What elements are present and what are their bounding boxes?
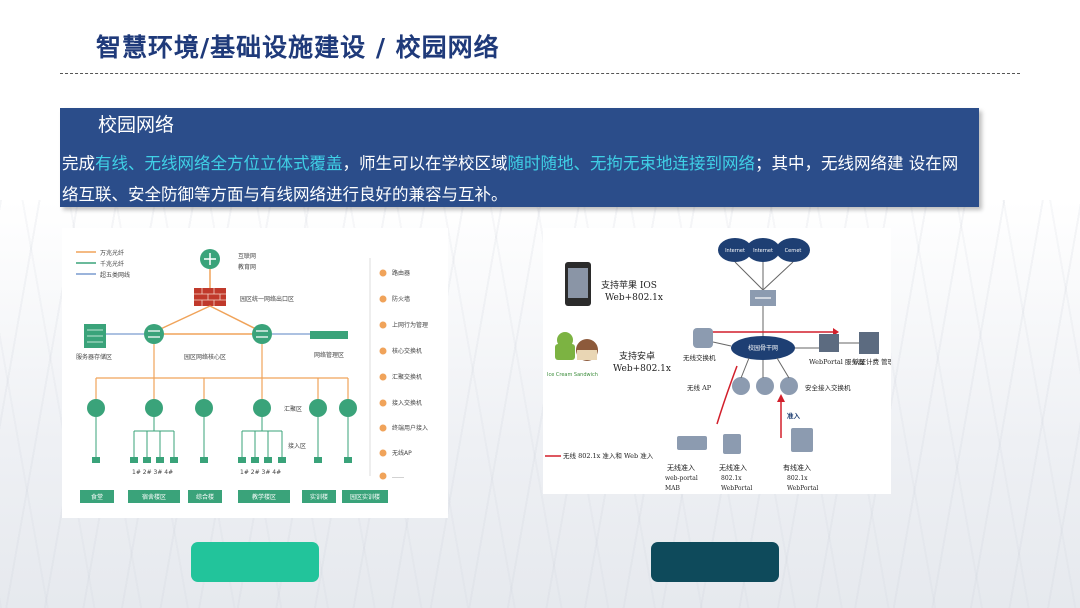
floor-labels-b: 1# 2# 3# 4#: [240, 469, 281, 476]
desc-text-3: ；其中，无线网络建 设在网络互联、安全防御等方面与有线网络进行良好的兼容与互补。: [62, 154, 959, 204]
wireless-access-diagram: Internet Internet Cernet 校园骨干网 无线交换机: [543, 228, 895, 494]
legend-access-switch: 接入交换机: [392, 399, 422, 407]
auth-billing-icon: [859, 332, 879, 354]
panel-description: 完成有线、无线网络全方位立体式覆盖，师生可以在学校区域随时随地、无拘无束地连接到…: [62, 148, 974, 210]
wireless-ap-icons: [732, 377, 798, 395]
label-android-support: 支持安卓: [619, 350, 655, 362]
desc-highlight-1: 有线、无线网络全方位立体式覆盖: [95, 154, 343, 173]
caption-col1-item1: web-portal: [665, 475, 698, 482]
building-campus-training: 园区实训楼: [350, 493, 380, 501]
label-edu-net: 教育网: [238, 263, 256, 271]
legend-terminal: 终端用户接入: [392, 424, 428, 432]
building-teaching: 教学楼区: [252, 493, 276, 501]
access-svg: Internet Internet Cernet 校园骨干网 无线交换机: [545, 238, 895, 492]
campus-backbone-icon: 校园骨干网: [731, 336, 795, 360]
android-icon: [555, 332, 598, 361]
label-internet: 互联网: [238, 252, 256, 260]
legend-wireless-ap: 无线AP: [392, 449, 412, 457]
core-switch-right-icon: [252, 324, 272, 344]
caption-col2-item2: WebPortal: [721, 485, 752, 492]
building-canteen: 食堂: [91, 493, 103, 501]
legend-firewall: 防火墙: [392, 295, 410, 303]
legend-cat5: 超五类网线: [100, 271, 130, 279]
building-dorm: 宿舍楼区: [142, 493, 166, 501]
label-android-auth: Web+802.1x: [613, 364, 671, 374]
floor-labels-a: 1# 2# 3# 4#: [132, 469, 173, 476]
caption-col3-item1: 802.1x: [787, 475, 808, 482]
label-ios-auth: Web+802.1x: [605, 293, 663, 303]
label-webportal-server: WebPortal 服务器: [809, 357, 865, 366]
label-agg-zone: 汇聚区: [284, 405, 302, 413]
server-storage-icon: [84, 324, 106, 348]
topology-svg: 万兆光纤 千兆光纤 超五类网线 互联网 教育网 园区统一网络出口区: [76, 249, 428, 503]
caption-col3-title: 有线准入: [783, 463, 811, 472]
legend-behavior-mgmt: 上网行为管理: [392, 321, 428, 329]
access-links: [95, 417, 349, 457]
desc-text-2: ，师生可以在学校区域: [342, 154, 508, 173]
line-legend: 万兆光纤 千兆光纤 超五类网线: [76, 249, 130, 279]
label-auth-billing: 认证计费 管理: [853, 357, 891, 366]
legend-agg-switch: 汇聚交换机: [392, 373, 422, 381]
caption-col2-title: 无线准入: [719, 463, 747, 472]
legend-access-methods: 无线 802.1x 准入和 Web 准入: [563, 451, 654, 460]
building-general: 综合楼: [196, 493, 214, 501]
internet-clouds: Internet Internet Cernet: [718, 238, 810, 262]
access-arrows: [716, 365, 782, 438]
cloud-internet-2: Internet: [753, 248, 773, 254]
legend-more: ……: [392, 473, 404, 480]
caption-col3-item2: WebPortal: [787, 485, 818, 492]
label-server-zone: 服务器存储区: [76, 353, 112, 361]
label-ios-support: 支持苹果 IOS: [601, 279, 657, 291]
legend-router: 路由器: [392, 269, 410, 277]
client-devices: [677, 428, 813, 454]
gateway-router-icon: [750, 290, 776, 306]
label-ice-cream-sandwich: Ice Cream Sandwich: [547, 372, 598, 378]
label-exit-zone: 园区统一网络出口区: [240, 295, 294, 303]
label-secure-switch: 安全接入交换机: [805, 383, 851, 392]
cloud-internet-1: Internet: [725, 248, 745, 254]
firewall-icon: [194, 288, 226, 306]
label-wireless-switch: 无线交换机: [683, 353, 716, 362]
label-mgmt-zone: 网络管理区: [314, 351, 344, 359]
access-switches: [92, 457, 352, 463]
caption-col1-item2: MAB: [665, 485, 680, 492]
caption-col1-title: 无线准入: [667, 463, 695, 472]
label-wireless-ap: 无线 AP: [687, 383, 712, 392]
iphone-icon: [565, 262, 591, 306]
green-button[interactable]: [191, 542, 319, 582]
legend-1g: 千兆光纤: [100, 260, 124, 268]
webportal-server-icon: [819, 334, 839, 352]
title-divider: [60, 73, 1020, 74]
aggregation-links: [95, 344, 349, 408]
campus-network-panel: 校园网络 完成有线、无线网络全方位立体式覆盖，师生可以在学校区域随时随地、无拘无…: [60, 108, 979, 207]
cloud-cernet: Cernet: [785, 248, 802, 254]
desc-text-1: 完成: [62, 154, 95, 173]
label-core-zone: 园区网络核心区: [184, 353, 226, 361]
dark-teal-button[interactable]: [651, 542, 779, 582]
router-icon: [200, 249, 220, 269]
management-device-icon: [310, 331, 348, 339]
label-access: 准入: [787, 411, 801, 420]
device-legend: 路由器 防火墙 上网行为管理 核心交换机 汇聚交换机 接入交换机 终端用户接入 …: [369, 258, 428, 480]
desc-highlight-2: 随时随地、无拘无束地连接到网络: [507, 154, 756, 173]
caption-col2-item1: 802.1x: [721, 475, 742, 482]
legend-core-switch: 核心交换机: [392, 347, 422, 355]
core-switch-left-icon: [144, 324, 164, 344]
page-title: 智慧环境/基础设施建设 / 校园网络: [96, 33, 500, 62]
building-tags: 食堂 宿舍楼区 综合楼 教学楼区 实训楼 园区实训楼: [80, 490, 388, 503]
campus-topology-diagram: 万兆光纤 千兆光纤 超五类网线 互联网 教育网 园区统一网络出口区: [62, 228, 448, 518]
label-access-zone: 接入区: [288, 442, 306, 450]
aggregation-switches: [87, 399, 357, 417]
panel-heading: 校园网络: [98, 114, 175, 136]
label-backbone: 校园骨干网: [748, 344, 778, 352]
building-training: 实训楼: [310, 493, 328, 501]
wireless-switch-icon: [693, 328, 713, 348]
legend-10g: 万兆光纤: [100, 249, 124, 257]
